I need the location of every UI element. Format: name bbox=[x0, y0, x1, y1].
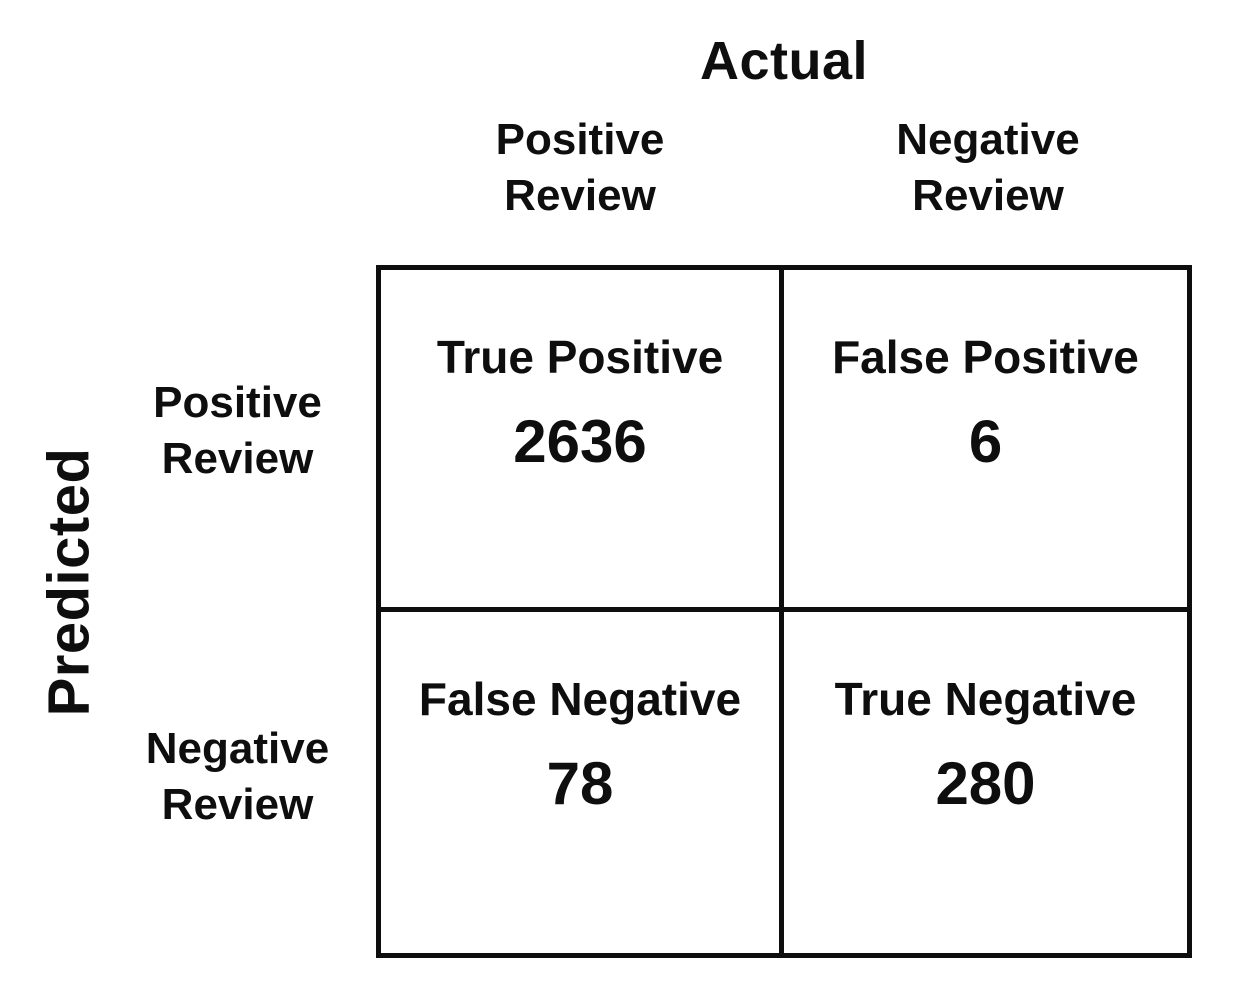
row-header-line: Positive bbox=[153, 378, 322, 427]
cell-value: 2636 bbox=[513, 408, 647, 476]
cell-true-negative: True Negative 280 bbox=[784, 612, 1187, 954]
cell-label: True Positive bbox=[436, 331, 724, 383]
cell-value: 78 bbox=[546, 749, 614, 817]
actual-axis-title: Actual bbox=[699, 31, 869, 91]
row-header-line: Negative bbox=[145, 724, 330, 773]
column-headers: Positive Review Negative Review bbox=[376, 112, 1192, 225]
row-header-negative-review: Negative Review bbox=[90, 721, 385, 834]
cell-false-negative: False Negative 78 bbox=[381, 611, 784, 953]
column-header-line: Review bbox=[504, 171, 656, 221]
cell-label: False Positive bbox=[832, 331, 1139, 383]
predicted-axis-title: Predicted bbox=[36, 447, 102, 717]
row-header-line: Review bbox=[161, 780, 314, 830]
cell-true-positive: True Positive 2636 bbox=[381, 270, 784, 612]
confusion-matrix-grid: True Positive 2636 False Positive 6 Fals… bbox=[376, 265, 1192, 958]
column-header-positive-review: Positive Review bbox=[376, 112, 784, 225]
column-header-negative-review: Negative Review bbox=[784, 112, 1192, 225]
column-header-line: Review bbox=[912, 171, 1064, 221]
column-header-line: Negative bbox=[896, 115, 1080, 164]
cell-value: 6 bbox=[968, 408, 1003, 476]
column-header-line: Positive bbox=[495, 115, 665, 164]
row-header-line: Review bbox=[161, 434, 314, 484]
cell-value: 280 bbox=[935, 749, 1036, 817]
cell-label: False Negative bbox=[418, 672, 742, 725]
row-header-positive-review: Positive Review bbox=[90, 375, 385, 488]
cell-false-positive: False Positive 6 bbox=[784, 270, 1187, 612]
cell-label: True Negative bbox=[834, 672, 1137, 725]
